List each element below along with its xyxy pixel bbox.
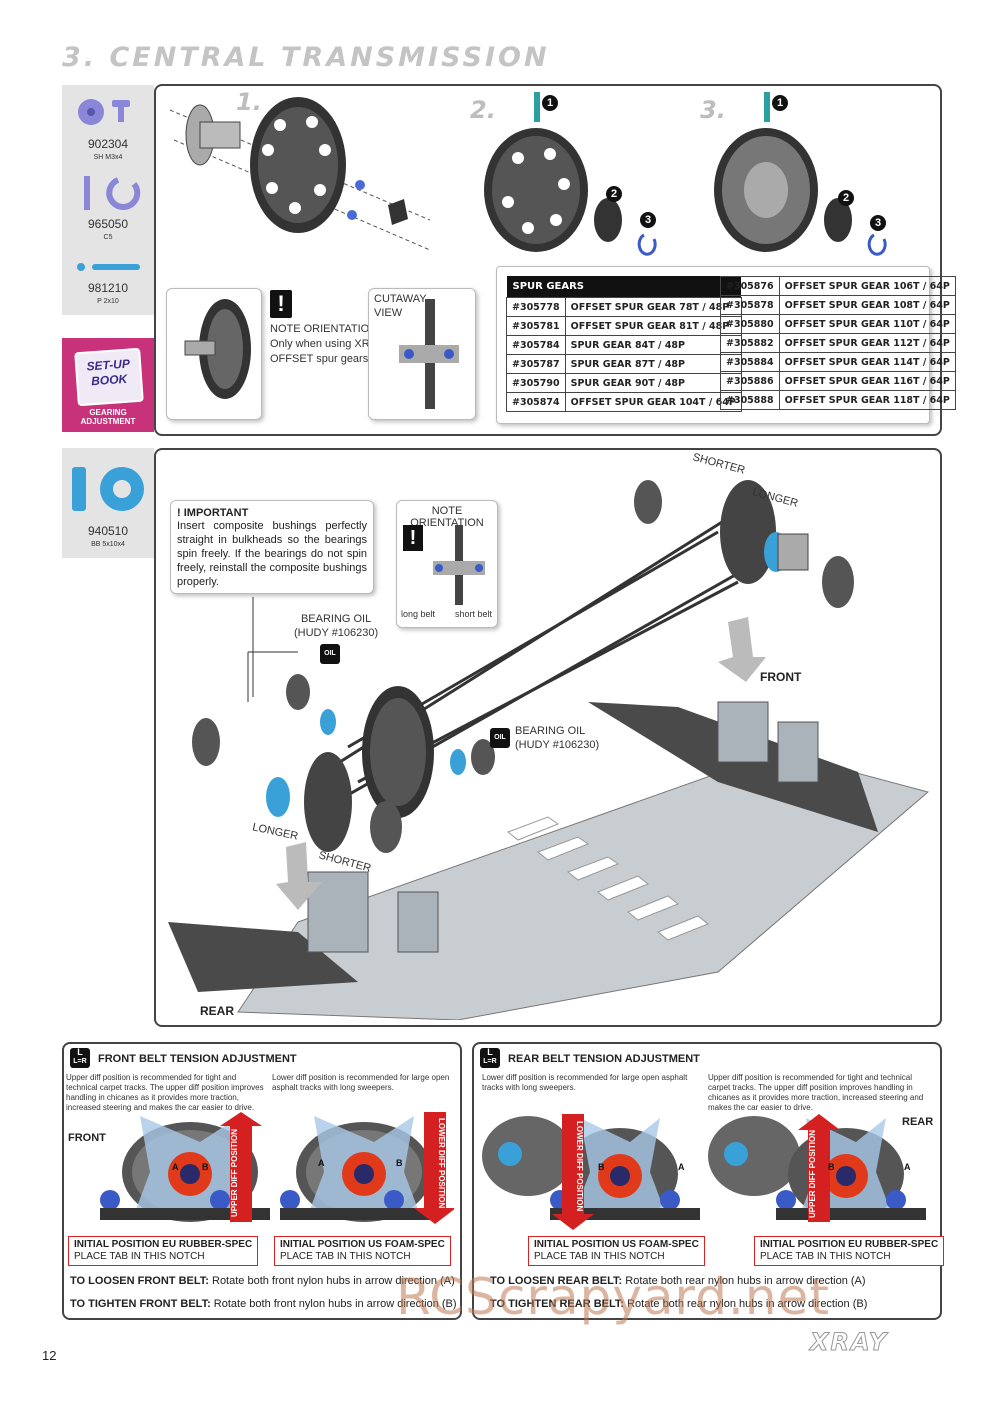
- bearing-oil-label-1: BEARING OIL(HUDY #106230): [294, 613, 379, 639]
- callout-2: 2: [606, 186, 622, 202]
- front-loosen-instruction: TO LOOSEN FRONT BELT: Rotate both front …: [70, 1275, 455, 1287]
- step-2-label: 2.: [470, 96, 496, 124]
- front-belt-desc-right: Lower diff position is recommended for l…: [272, 1073, 450, 1092]
- upper-diff-arrow-label: UPPER DIFF POSITION: [808, 1130, 817, 1219]
- svg-text:B: B: [598, 1162, 605, 1172]
- setup-book-caption: GEARING ADJUSTMENT: [80, 408, 136, 426]
- lower-diff-arrow-label: LOWER DIFF POSITION: [575, 1120, 584, 1212]
- section-title: 3. CENTRAL TRANSMISSION: [62, 42, 550, 73]
- svg-text:B: B: [828, 1162, 835, 1172]
- important-title: ! IMPORTANT: [177, 507, 249, 519]
- front-belt-title: FRONT BELT TENSION ADJUSTMENT: [98, 1053, 297, 1065]
- upper-diff-arrow-label: UPPER DIFF POSITION: [230, 1129, 239, 1218]
- note-orientation-top: NOTE ORIENTATION Only when using XRAY OF…: [270, 323, 384, 365]
- front-tighten-instruction: TO TIGHTEN FRONT BELT: Rotate both front…: [70, 1298, 457, 1310]
- rear-belt-diagrams: B A B A: [482, 1114, 926, 1230]
- important-note-box: ! IMPORTANT Insert composite bushings pe…: [170, 500, 374, 594]
- long-belt-label: long belt: [401, 609, 436, 619]
- rear-label-small: REAR: [902, 1116, 934, 1128]
- bearing-part-icon: [70, 465, 148, 520]
- oil-icon: OIL: [320, 644, 340, 664]
- bearing-oil-label-2: BEARING OIL(HUDY #106230): [515, 725, 600, 751]
- callout-1: 1: [542, 95, 558, 111]
- warning-icon: !: [270, 290, 292, 318]
- svg-text:B: B: [396, 1158, 403, 1168]
- lower-diff-arrow-label: LOWER DIFF POSITION: [437, 1117, 446, 1209]
- step-3-label: 3.: [700, 96, 726, 124]
- step3-gear-drawing: [714, 92, 887, 256]
- watermark: RCScrapyard.net: [396, 1268, 830, 1326]
- front-label: FRONT: [760, 670, 802, 684]
- front-label-small: FRONT: [68, 1132, 106, 1144]
- chassis-assembly-drawing: [168, 480, 930, 1020]
- note-orientation-mid-title: NOTE ORIENTATION: [410, 505, 484, 529]
- important-text: Insert composite bushings perfectly stra…: [177, 520, 367, 588]
- callout-3: 3: [640, 212, 656, 228]
- clip-part-icon: [80, 172, 144, 219]
- orientation-belt-box: NOTE ORIENTATION ! long belt short belt: [396, 500, 498, 628]
- rear-label: REAR: [200, 1004, 235, 1018]
- svg-text:A: A: [904, 1162, 911, 1172]
- callout-3b: 3: [870, 215, 886, 231]
- page-number: 12: [42, 1348, 57, 1363]
- callout-1b: 1: [772, 95, 788, 111]
- orientation-detail-box: [166, 288, 262, 420]
- svg-text:A: A: [678, 1162, 685, 1172]
- short-belt-label: short belt: [455, 609, 493, 619]
- cutaway-view-box: [368, 288, 476, 420]
- rear-loosen-instruction: TO LOOSEN REAR BELT: Rotate both rear ny…: [490, 1275, 866, 1287]
- step1-gear-drawing: [169, 97, 431, 251]
- front-belt-diagrams: A B A B: [100, 1112, 454, 1224]
- rear-belt-desc-right: Upper diff position is recommended for t…: [708, 1073, 924, 1112]
- xray-logo: XRAY: [809, 1328, 889, 1357]
- screw-part-icon: [74, 96, 144, 135]
- svg-text:A: A: [318, 1158, 325, 1168]
- svg-text:A: A: [172, 1162, 179, 1172]
- front-belt-desc-left: Upper diff position is recommended for t…: [66, 1073, 264, 1112]
- callout-2b: 2: [838, 190, 854, 206]
- warning-icon: !: [403, 525, 423, 551]
- svg-text:B: B: [202, 1162, 209, 1172]
- pin-part-icon: [76, 260, 142, 278]
- oil-icon: OIL: [490, 728, 510, 748]
- rear-belt-title: REAR BELT TENSION ADJUSTMENT: [508, 1053, 700, 1065]
- rear-tighten-instruction: TO TIGHTEN REAR BELT: Rotate both rear n…: [490, 1298, 868, 1310]
- rear-belt-desc-left: Lower diff position is recommended for l…: [482, 1073, 688, 1092]
- step-1-label: 1.: [236, 88, 262, 116]
- step2-gear-drawing: [484, 92, 657, 256]
